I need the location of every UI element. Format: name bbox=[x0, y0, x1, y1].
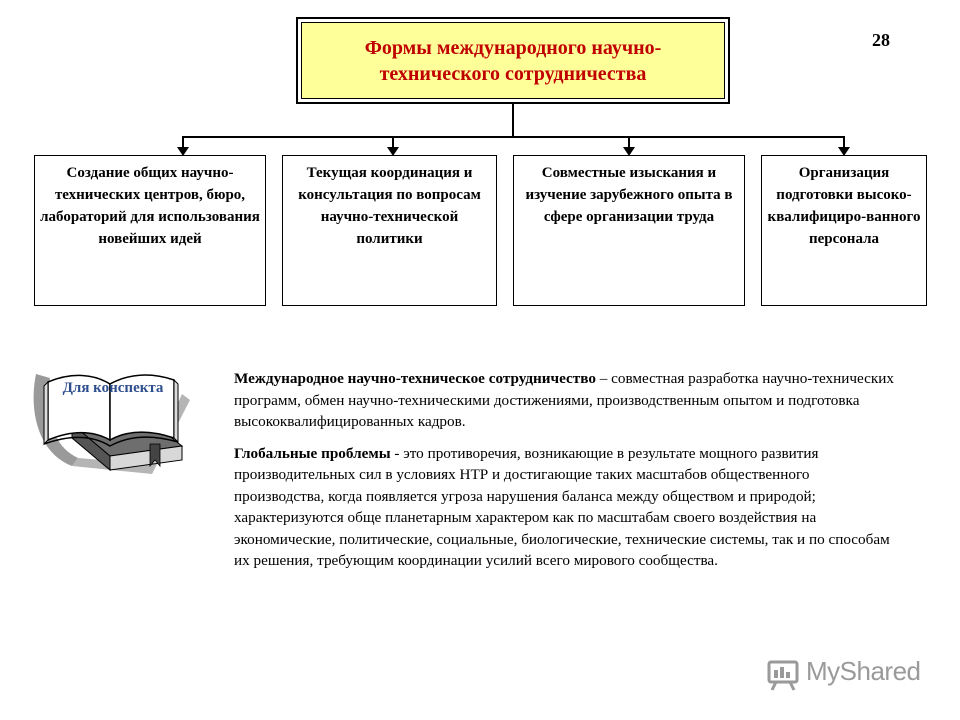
definition-2-text: это противоречия, возникающие в результа… bbox=[234, 444, 890, 570]
form-box-4-label: Организация подготовки высоко-квалифицир… bbox=[767, 165, 921, 247]
form-box-3-label: Совместные изыскания и изучение зарубежн… bbox=[525, 165, 733, 225]
definition-1-text: совместная разработка научно-технических… bbox=[234, 370, 894, 430]
diagram-title-box: Формы международного научно-технического… bbox=[296, 17, 730, 104]
definition-1-term: Международное научно-техническое сотрудн… bbox=[234, 370, 596, 387]
connector-bus bbox=[182, 136, 845, 138]
form-box-3: Совместные изыскания и изучение зарубежн… bbox=[513, 155, 745, 306]
definition-1-separator: – bbox=[595, 370, 612, 387]
connector-arrowheads bbox=[177, 147, 850, 156]
diagram-title: Формы международного научно-технического… bbox=[301, 22, 725, 99]
slide-number: 28 bbox=[872, 30, 890, 50]
connector-drop-1 bbox=[182, 136, 184, 148]
connector-trunk bbox=[512, 104, 514, 137]
watermark-text: MyShared bbox=[806, 656, 921, 686]
form-box-4: Организация подготовки высоко-квалифицир… bbox=[761, 155, 927, 306]
definitions-block: Международное научно-техническое сотрудн… bbox=[234, 368, 894, 582]
arrowhead-1 bbox=[177, 147, 189, 156]
definition-2-term: Глобальные проблемы bbox=[234, 444, 391, 462]
definition-2: Глобальные проблемы - это противоречия, … bbox=[234, 443, 894, 572]
presentation-board-icon bbox=[767, 660, 799, 691]
arrowhead-3 bbox=[623, 147, 635, 156]
form-box-2: Текущая координация и консультация по во… bbox=[282, 155, 497, 306]
definition-1: Международное научно-техническое сотрудн… bbox=[234, 368, 894, 433]
arrowhead-2 bbox=[387, 147, 399, 156]
definition-2-separator: - bbox=[390, 444, 404, 462]
book-icon bbox=[33, 374, 190, 474]
form-box-1: Создание общих научно-технических центро… bbox=[34, 155, 266, 306]
note-badge-label: Для конспекта bbox=[62, 380, 164, 396]
connector-drop-2 bbox=[392, 136, 394, 148]
form-box-1-label: Создание общих научно-технических центро… bbox=[40, 165, 260, 247]
arrowhead-4 bbox=[838, 147, 850, 156]
connector-drop-3 bbox=[628, 136, 630, 148]
form-box-2-label: Текущая координация и консультация по во… bbox=[298, 165, 481, 247]
connector-drop-4 bbox=[843, 136, 845, 148]
